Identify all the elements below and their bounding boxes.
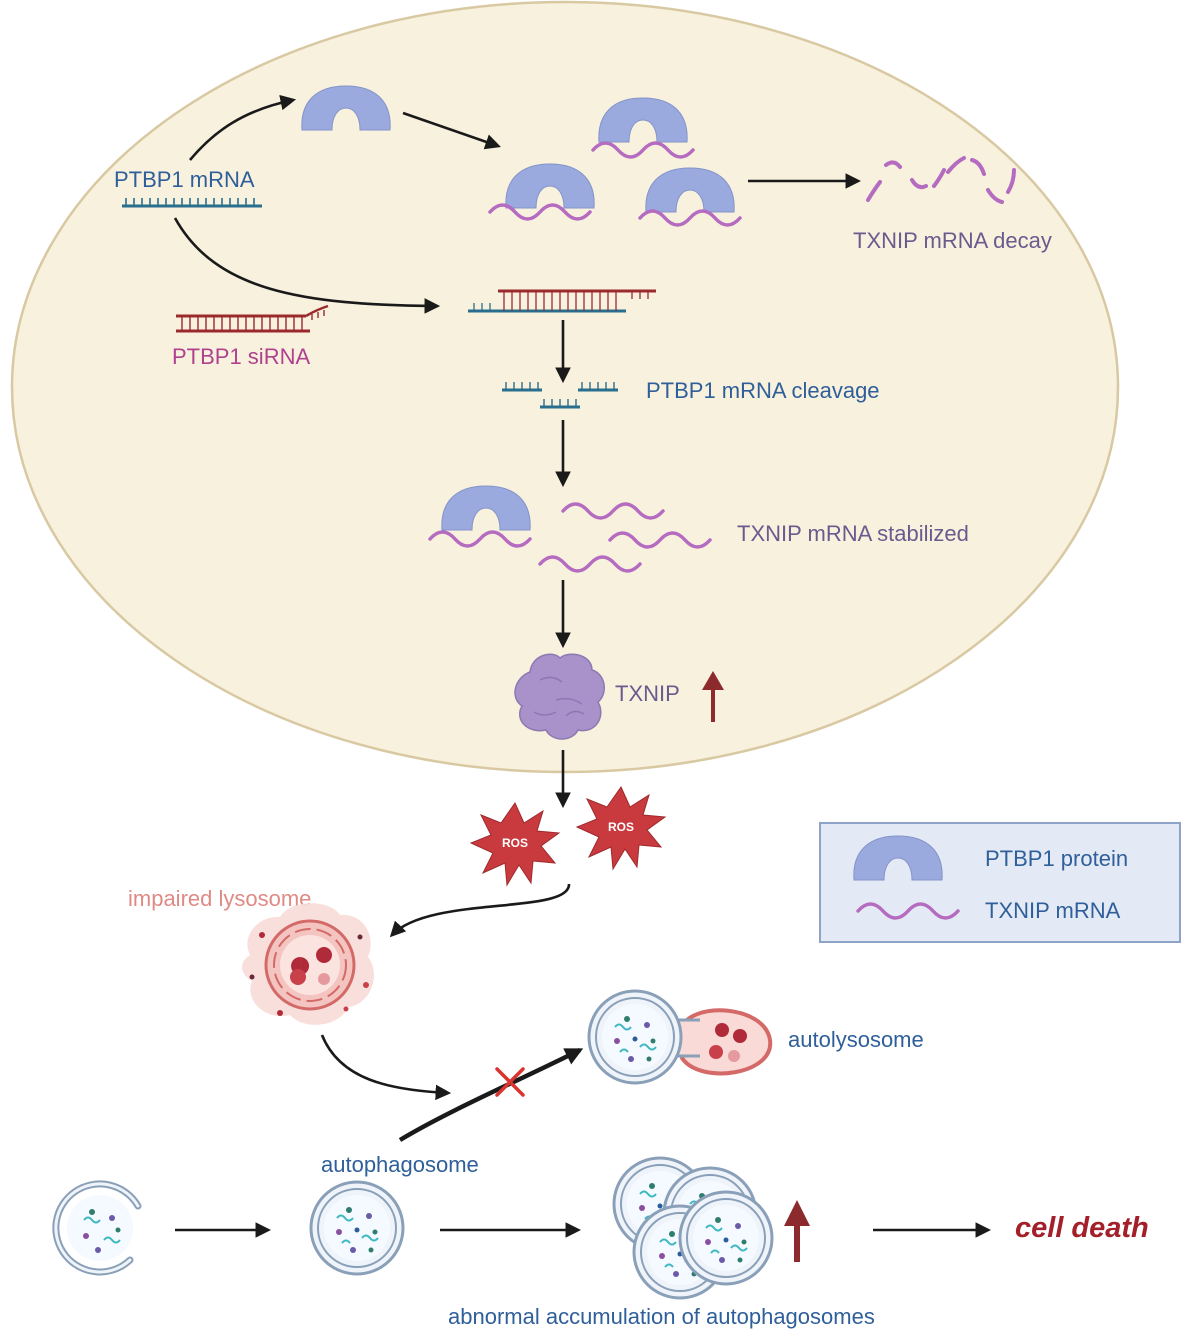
phagophore-icon	[52, 1180, 142, 1276]
legend: PTBP1 protein TXNIP mRNA	[819, 822, 1181, 943]
cleavage-label: PTBP1 mRNA cleavage	[646, 378, 880, 403]
ptbp1-mrna-strand	[122, 198, 262, 208]
impaired-lysosome-label: impaired lysosome	[128, 886, 311, 911]
ptbp1-mrna-label: PTBP1 mRNA	[114, 167, 255, 192]
up-arrow-icon	[784, 1200, 810, 1262]
autolysosome-icon	[587, 989, 773, 1085]
autophagosome-label: autophagosome	[321, 1152, 479, 1177]
ros-burst-icon: ROS	[575, 785, 667, 871]
cell-death-label: cell death	[1015, 1212, 1149, 1244]
ptbp1-sirna-strand	[176, 304, 329, 333]
cell-membrane	[10, 0, 1120, 774]
abnormal-accumulation-label: abnormal accumulation of autophagosomes	[448, 1304, 875, 1329]
stabilized-label: TXNIP mRNA stabilized	[737, 521, 969, 546]
ros-burst-icon: ROS	[469, 801, 561, 887]
ptbp1-sirna-label: PTBP1 siRNA	[172, 344, 310, 369]
autolysosome-label: autolysosome	[788, 1027, 924, 1052]
degraded-mrna-fragments	[866, 156, 1016, 204]
svg-text:ROS: ROS	[502, 836, 528, 850]
up-arrow-icon	[702, 671, 724, 722]
binding-arrow	[402, 111, 501, 150]
legend-protein-label: PTBP1 protein	[985, 846, 1128, 871]
autophagosome-icon	[309, 1180, 405, 1276]
sirna-mrna-duplex	[468, 289, 656, 313]
translation-arrow	[189, 94, 297, 161]
txnip-label: TXNIP	[615, 681, 680, 706]
fusion-input-arrow	[320, 1034, 452, 1101]
lysosome-damage-arrow	[389, 883, 571, 938]
legend-mrna-label: TXNIP mRNA	[985, 898, 1121, 923]
fusion-arrow	[398, 1047, 584, 1142]
sirna-binding-arrow	[173, 217, 441, 314]
lysosome-icon	[242, 903, 375, 1025]
svg-text:ROS: ROS	[608, 820, 634, 834]
txnip-decay-label: TXNIP mRNA decay	[853, 228, 1052, 253]
inhibition-x-icon	[495, 1067, 525, 1097]
txnip-protein-icon	[514, 653, 605, 740]
autophagosome-icon	[678, 1190, 774, 1286]
cleaved-mrna-fragments	[502, 382, 618, 409]
